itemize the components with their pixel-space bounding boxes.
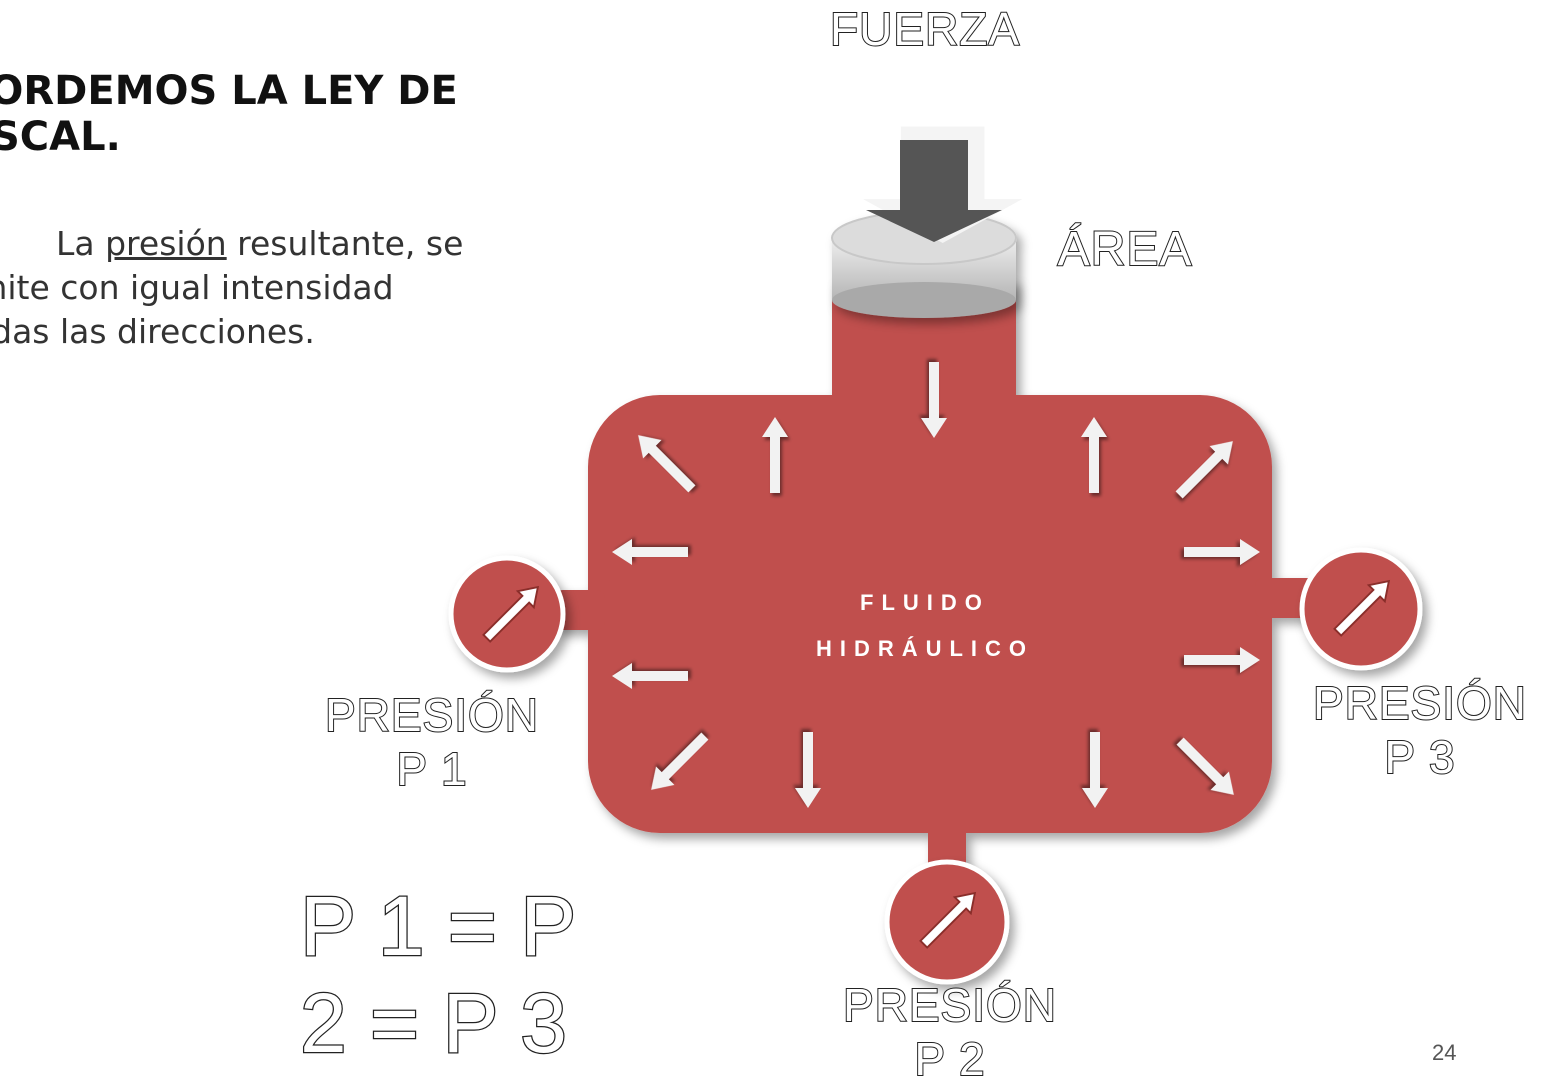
pressure-label-p2-sub: P 2 <box>913 1032 986 1086</box>
title-line-1: CORDEMOS LA LEY DE <box>0 68 458 114</box>
pressure-label-p1-title: PRESIÓN <box>324 688 540 742</box>
force-arrow-icon <box>863 126 1023 243</box>
fluid-label-line-1: FLUIDO <box>860 590 990 615</box>
body-pre: La <box>56 224 106 263</box>
body-post: resultante, se <box>226 224 464 263</box>
pressure-label-p2-title: PRESIÓN <box>842 978 1058 1032</box>
pressure-label-p3-title: PRESIÓN <box>1312 676 1528 730</box>
body-line-3: todas las direcciones. <box>0 312 315 351</box>
body-text: La presión resultante, se smite con igua… <box>0 222 598 354</box>
fluid-label-line-2: HIDRÁULICO <box>815 636 1035 661</box>
pressure-label-p3: PRESIÓN P 3 <box>1290 676 1550 784</box>
force-label: FUERZA <box>829 2 1020 56</box>
title-line-2: ASCAL. <box>0 114 121 160</box>
fluid-label: FLUIDO HIDRÁULICO <box>760 580 1090 672</box>
gauge-p3 <box>1299 547 1423 671</box>
body-line-2: smite con igual intensidad <box>0 268 394 307</box>
pressure-equation: P 1 = P 2 = P 3 <box>299 878 576 1072</box>
pressure-label-p2: PRESIÓN P 2 <box>820 978 1080 1086</box>
gauge-p1 <box>448 555 566 673</box>
body-line-1: La presión resultante, se <box>0 222 598 266</box>
pressure-label-p1: PRESIÓN P 1 <box>302 688 562 796</box>
body-underlined-word: presión <box>105 224 227 263</box>
pressure-label-p3-sub: P 3 <box>1383 730 1456 784</box>
page-number: 24 <box>1432 1040 1457 1065</box>
gauge-p2 <box>884 859 1010 985</box>
slide-title: CORDEMOS LA LEY DE ASCAL. <box>0 68 580 160</box>
pressure-label-p1-sub: P 1 <box>395 742 468 796</box>
area-label: ÁREA <box>1057 222 1193 277</box>
